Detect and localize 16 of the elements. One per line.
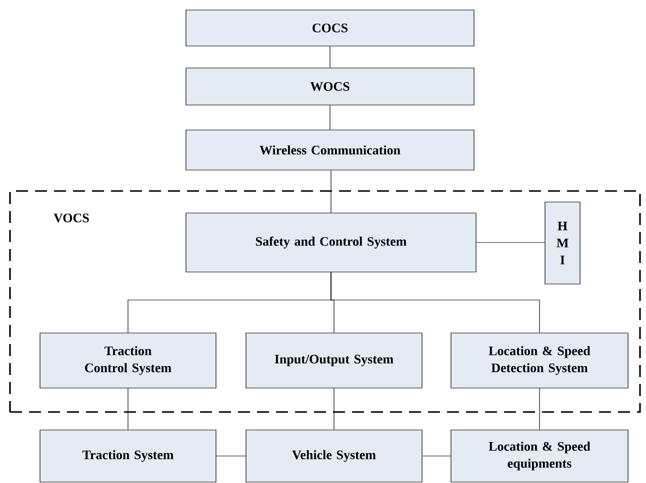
process-box: Traction System <box>40 430 216 482</box>
process-box: Vehicle System <box>246 430 422 482</box>
process-box: Input/Output System <box>246 332 422 388</box>
region-label: VOCS <box>54 214 89 222</box>
process-box: Traction Control System <box>40 332 216 388</box>
process-box: Location & Speed Detection System <box>450 332 628 388</box>
process-box: Wireless Communication <box>186 130 474 170</box>
connector-line <box>539 388 540 430</box>
process-box: Safety and Control System <box>186 212 476 272</box>
connector-line <box>330 170 332 213</box>
process-box: H M I <box>544 202 580 284</box>
process-box: WOCS <box>186 68 474 106</box>
connector-line <box>330 272 540 333</box>
process-box: COCS <box>186 10 474 46</box>
process-box: Location & Speed equipments <box>450 430 628 482</box>
connector-line <box>476 242 545 243</box>
